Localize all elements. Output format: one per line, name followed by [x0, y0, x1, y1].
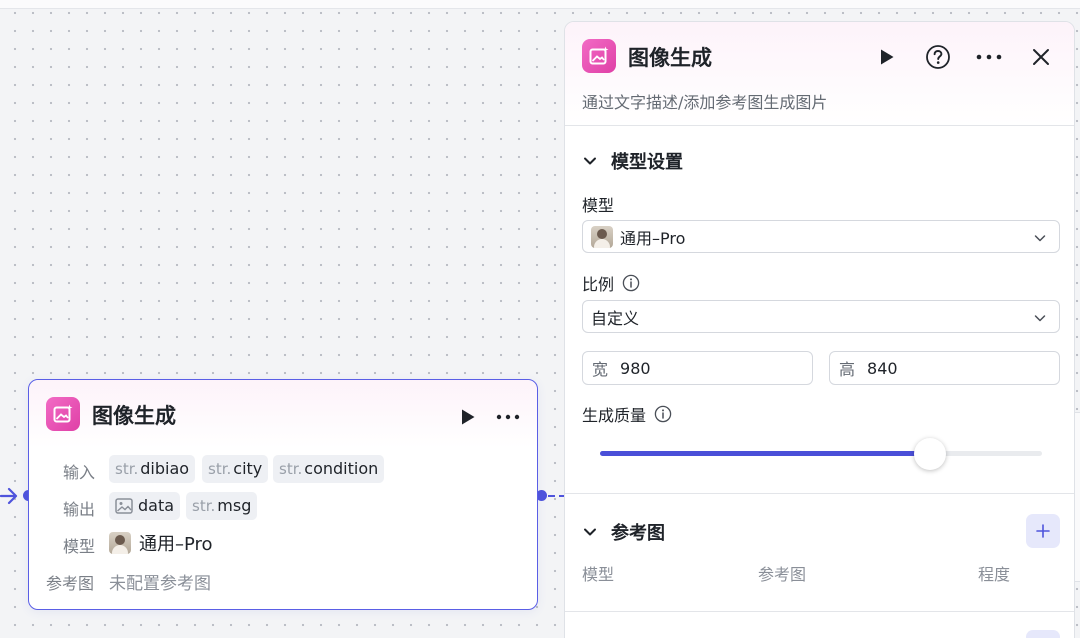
column-header-strength: 程度 [978, 565, 1011, 584]
info-icon[interactable] [622, 274, 640, 292]
top-toolbar-edge [0, 0, 1080, 9]
model-select-value: 通用–Pro [620, 228, 686, 248]
incoming-edge-arrow [0, 487, 18, 505]
width-input[interactable] [620, 358, 771, 378]
more-icon [496, 414, 520, 420]
chevron-down-icon [1034, 315, 1046, 322]
panel-description: 通过文字描述/添加参考图生成图片 [582, 93, 828, 112]
model-value: 通用–Pro [109, 530, 213, 556]
section-divider [565, 611, 1074, 612]
model-field-label: 模型 [582, 196, 615, 215]
add-next-section-button[interactable] [1026, 630, 1060, 638]
panel-more-button[interactable] [973, 43, 1005, 71]
node-more-button[interactable] [493, 404, 523, 430]
input-name: condition [304, 459, 379, 478]
output-name: data [138, 496, 175, 515]
output-tag-msg: str. msg [186, 492, 258, 520]
type-prefix: str. [192, 497, 216, 515]
inputs-label: 输入 [63, 463, 96, 482]
help-button[interactable] [923, 42, 953, 72]
input-tag-dibiao: str. dibiao [109, 455, 196, 483]
column-header-reference: 参考图 [758, 565, 807, 584]
input-name: city [233, 459, 263, 478]
column-header-model: 模型 [582, 565, 615, 584]
node-output-port[interactable] [536, 490, 547, 501]
play-icon [462, 409, 475, 425]
slider-thumb[interactable] [914, 438, 947, 470]
slider-fill [600, 451, 931, 456]
chevron-down-icon [1034, 235, 1046, 242]
input-name: dibiao [140, 459, 190, 478]
quality-slider[interactable] [600, 438, 1042, 470]
input-tag-city: str. city [202, 455, 269, 483]
output-name: msg [217, 496, 252, 515]
node-config-panel: 图像生成 通过文字描述/添加参考图生成图片 模型设置 模型 通用–Pro 比例 [564, 21, 1075, 638]
ratio-label-text: 比例 [582, 275, 615, 294]
node-header [29, 380, 537, 448]
adjacent-panel-edge [1075, 412, 1080, 582]
outgoing-edge [548, 495, 564, 497]
chevron-down-icon [584, 157, 596, 165]
node-title: 图像生成 [92, 404, 176, 428]
ratio-field-label: 比例 [582, 271, 640, 295]
image-generation-node[interactable]: 图像生成 输入 str. dibiao str. city str. condi… [28, 379, 538, 610]
model-avatar [591, 225, 613, 248]
input-tag-condition: str. condition [273, 455, 385, 483]
quality-field-label: 生成质量 [582, 402, 672, 426]
close-button[interactable] [1026, 42, 1056, 72]
ratio-select-value: 自定义 [591, 308, 640, 328]
section-title: 模型设置 [611, 152, 683, 173]
output-tag-data: data [109, 492, 181, 520]
more-icon [976, 54, 1002, 60]
ratio-select[interactable]: 自定义 [582, 300, 1060, 333]
play-icon [881, 49, 894, 65]
info-icon[interactable] [654, 405, 672, 423]
panel-title: 图像生成 [628, 46, 712, 70]
model-select[interactable]: 通用–Pro [582, 220, 1060, 253]
chevron-down-icon [584, 528, 596, 536]
run-button[interactable] [873, 43, 901, 71]
run-node-button[interactable] [455, 404, 481, 430]
outputs-label: 输出 [63, 500, 96, 519]
model-avatar [109, 532, 131, 554]
image-icon [115, 498, 133, 514]
model-label: 模型 [63, 537, 96, 556]
plus-icon [1036, 524, 1050, 538]
reference-label: 参考图 [46, 574, 95, 593]
type-prefix: str. [208, 460, 232, 478]
model-settings-section-toggle[interactable]: 模型设置 [582, 148, 683, 174]
model-name: 通用–Pro [139, 534, 213, 555]
height-input[interactable] [867, 358, 1018, 378]
section-title: 参考图 [611, 523, 665, 544]
question-icon [926, 45, 950, 69]
image-generation-icon [46, 397, 80, 431]
reference-section-toggle[interactable]: 参考图 [582, 519, 665, 545]
reference-value: 未配置参考图 [109, 574, 211, 594]
image-generation-icon [582, 39, 616, 73]
panel-header [565, 22, 1074, 126]
section-divider [565, 493, 1074, 494]
quality-label-text: 生成质量 [582, 406, 647, 425]
type-prefix: str. [279, 460, 303, 478]
width-prefix: 宽 [592, 360, 609, 379]
close-icon [1033, 49, 1049, 65]
height-input-field[interactable]: 高 [829, 351, 1060, 385]
width-input-field[interactable]: 宽 [582, 351, 813, 385]
type-prefix: str. [115, 460, 139, 478]
add-reference-button[interactable] [1026, 514, 1060, 548]
height-prefix: 高 [839, 360, 856, 379]
